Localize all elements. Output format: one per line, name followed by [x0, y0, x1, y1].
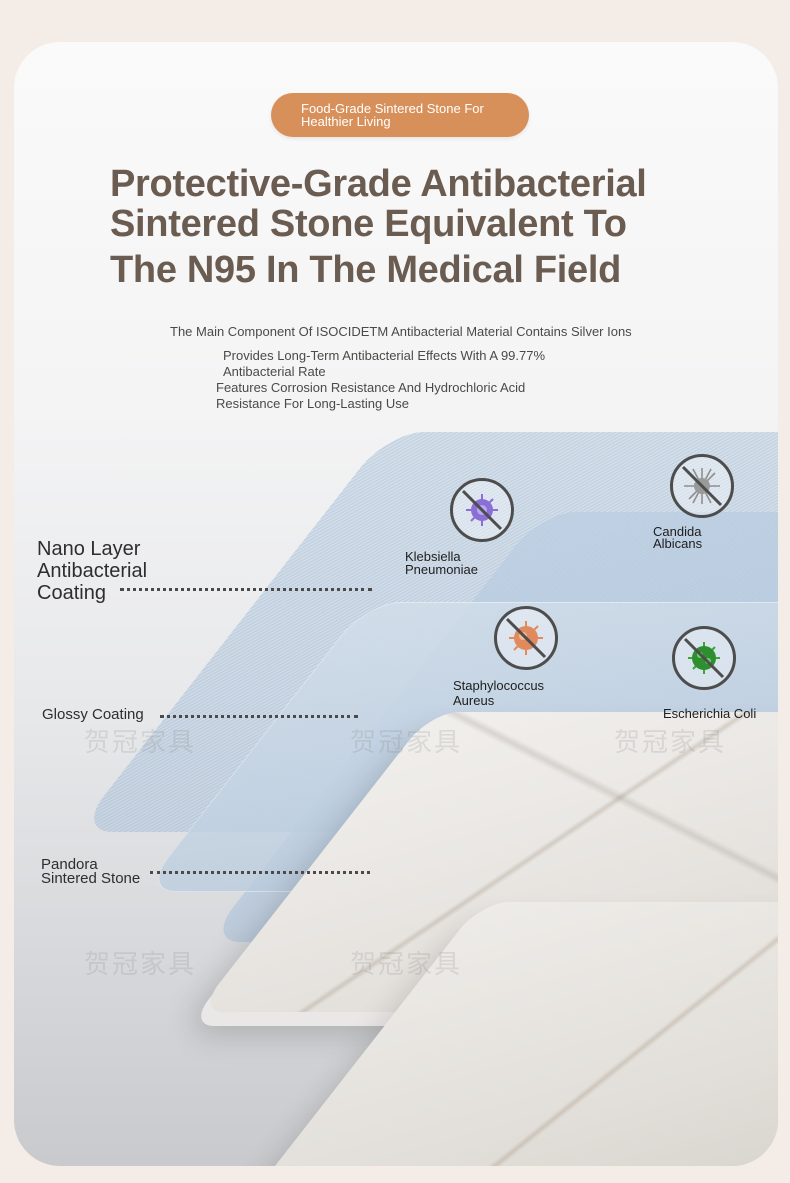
watermark: 贺冠家具 [84, 950, 197, 980]
candida-label: Candida Albicans [653, 524, 703, 551]
ecoli-icon [672, 626, 736, 690]
title-line-3: The N95 In The Medical Field [110, 249, 622, 291]
description-line-1: The Main Component Of ISOCIDETM Antibact… [170, 324, 632, 339]
glossy-coating-pointer [160, 715, 358, 718]
watermark: 贺冠家具 [84, 728, 197, 758]
badge-line-1: Food-Grade Sintered Stone For [301, 101, 484, 116]
description-line-3: Antibacterial Rate [223, 364, 326, 379]
klebsiella-label-line-1: Klebsiella [405, 549, 461, 564]
candida-label-line-2: Albicans [653, 536, 703, 551]
pandora-stone-label: Pandora Sintered Stone [41, 856, 141, 887]
nano-layer-label-line-3: Coating [37, 582, 106, 604]
pandora-stone-label-line-1: Pandora [41, 856, 98, 873]
ecoli-label: Escherichia Coli [663, 706, 757, 721]
page-title: Protective-Grade Antibacterial Sintered … [110, 164, 750, 290]
candida-label-line-1: Candida [653, 524, 702, 539]
candida-icon [670, 454, 734, 518]
feature-badge: Food-Grade Sintered Stone For Healthier … [271, 93, 529, 137]
nano-layer-label-line-1: Nano Layer [37, 538, 141, 560]
description-line-5: Resistance For Long-Lasting Use [216, 396, 409, 411]
nano-layer-pointer [120, 588, 372, 591]
product-card: 贺冠家具 贺冠家具 贺冠家具 贺冠家具 贺冠家具 Food-Grade Sint… [14, 42, 778, 1166]
badge-line-2: Healthier Living [301, 114, 391, 129]
watermark: 贺冠家具 [614, 728, 727, 758]
nano-layer-label-line-2: Antibacterial [37, 560, 148, 582]
glossy-coating-label: Glossy Coating [42, 706, 144, 723]
staphylococcus-icon [494, 606, 558, 670]
klebsiella-icon [450, 478, 514, 542]
title-line-2: Sintered Stone Equivalent To [110, 203, 627, 245]
title-line-1: Protective-Grade Antibacterial [110, 163, 647, 205]
watermark: 贺冠家具 [350, 950, 463, 980]
pandora-stone-pointer [150, 871, 370, 874]
staphylococcus-label-line-1: Staphylococcus [453, 678, 545, 693]
description-line-2: Provides Long-Term Antibacterial Effects… [223, 348, 546, 363]
staphylococcus-label-line-2: Aureus [453, 693, 495, 708]
pandora-stone-label-line-2: Sintered Stone [41, 870, 141, 887]
klebsiella-label: Klebsiella Pneumoniae [405, 550, 478, 576]
klebsiella-label-line-2: Pneumoniae [405, 562, 478, 577]
nano-layer-label: Nano Layer Antibacterial Coating [37, 538, 147, 604]
staphylococcus-label: Staphylococcus Aureus [453, 678, 544, 708]
watermark: 贺冠家具 [350, 728, 463, 758]
description-line-4: Features Corrosion Resistance And Hydroc… [216, 380, 526, 395]
